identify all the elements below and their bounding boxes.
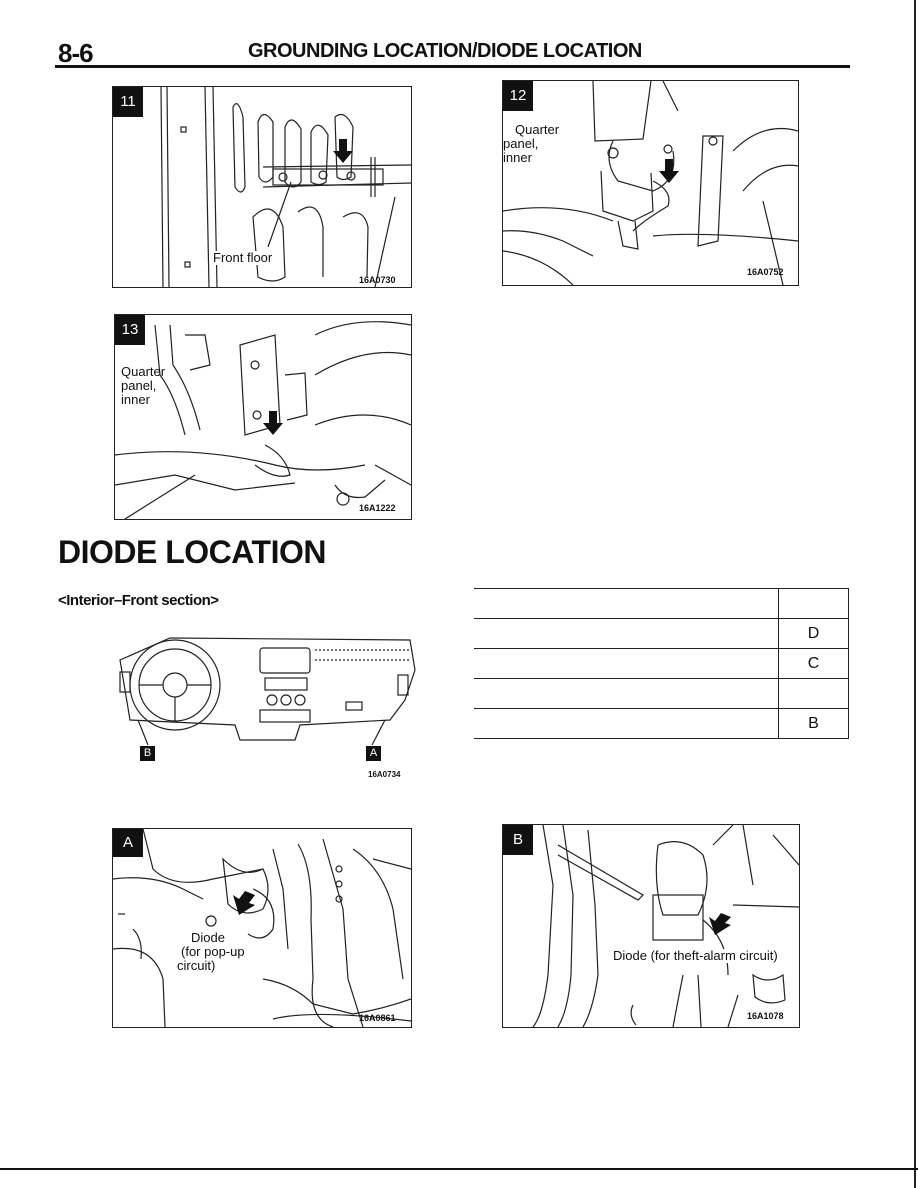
callout-diode-line2: (for pop-up [181, 944, 245, 959]
figure-badge: B [503, 825, 533, 855]
diode-location-table: D C B [474, 588, 849, 739]
callout-diode-line3: circuit) [177, 958, 216, 973]
figure-code: 16A0861 [359, 1013, 396, 1023]
table-cell-location [778, 588, 849, 619]
section-subtitle: <Interior–Front section> [58, 592, 219, 609]
table-row [474, 678, 849, 709]
table-cell-name [474, 708, 779, 739]
diode-arrow-icon [233, 891, 255, 915]
figure-code: 16A0734 [368, 770, 401, 779]
front-floor-illustration [160, 87, 411, 287]
table-row: B [474, 708, 849, 739]
page-edge-rule [914, 0, 916, 1188]
header-rule [55, 65, 850, 68]
theft-alarm-diode-illustration [532, 825, 799, 1027]
table-cell-name [474, 618, 779, 649]
ground-arrow-icon [263, 411, 283, 435]
figure-code: 16A1222 [359, 503, 396, 513]
table-row [474, 588, 849, 619]
figure-11-front-floor: 11 Front floor 16A0730 [112, 86, 412, 288]
callout-diode-theft-alarm: Diode (for theft-alarm circuit) [611, 948, 780, 963]
figure-12-quarter-panel: 12 Quarter panel, inner 16A0752 [502, 80, 799, 286]
figure-code: 16A0730 [359, 275, 396, 285]
table-cell-name [474, 648, 779, 679]
ground-arrow-icon [333, 139, 353, 163]
dashboard-illustration [119, 637, 416, 746]
diode-arrow-icon [709, 913, 731, 935]
callout-quarter-panel-line3: inner [121, 392, 150, 407]
pop-up-diode-illustration [113, 829, 411, 1027]
table-cell-name [474, 588, 779, 619]
page-number: 8-6 [58, 38, 94, 68]
section-title: DIODE LOCATION [58, 534, 326, 570]
table-row: C [474, 648, 849, 679]
callout-quarter-panel-line2: panel, [121, 378, 157, 393]
callout-quarter-panel-line1: Quarter [121, 364, 166, 379]
figure-code: 16A0752 [747, 267, 784, 277]
figure-number-badge: 12 [503, 81, 533, 111]
quarter-panel-illustration [115, 321, 411, 519]
figure-13-quarter-panel: 13 Quarter panel, inner 16A1222 [114, 314, 412, 520]
ground-arrow-icon [659, 159, 679, 183]
callout-quarter-panel-line3: inner [503, 150, 532, 165]
table-cell-location [778, 678, 849, 709]
page-title: GROUNDING LOCATION/DIODE LOCATION [248, 40, 642, 62]
location-marker-a: A [366, 746, 381, 761]
figure-a-pop-up-diode: A Diode (for pop-up circuit) 16A0861 [112, 828, 412, 1028]
figure-number-badge: 13 [115, 315, 145, 345]
footer-rule [0, 1168, 918, 1170]
location-marker-b: B [140, 746, 155, 761]
table-cell-name [474, 678, 779, 709]
figure-b-theft-alarm-diode: B Diode (for theft-alarm circuit) 16A107… [502, 824, 800, 1028]
callout-quarter-panel-line2: panel, [503, 136, 539, 151]
figure-badge: A [113, 829, 143, 857]
figure-number-badge: 11 [113, 87, 143, 117]
dashboard-overview-figure: B A 16A0734 [110, 630, 420, 780]
table-cell-location: D [778, 618, 849, 649]
callout-diode-line1: Diode [191, 930, 225, 945]
table-cell-location: B [778, 708, 849, 739]
table-cell-location: C [778, 648, 849, 679]
callout-quarter-panel-line1: Quarter [515, 122, 560, 137]
figure-code: 16A1078 [747, 1011, 784, 1021]
quarter-panel-illustration [503, 81, 798, 285]
callout-front-floor: Front floor [211, 250, 275, 265]
table-row: D [474, 618, 849, 649]
